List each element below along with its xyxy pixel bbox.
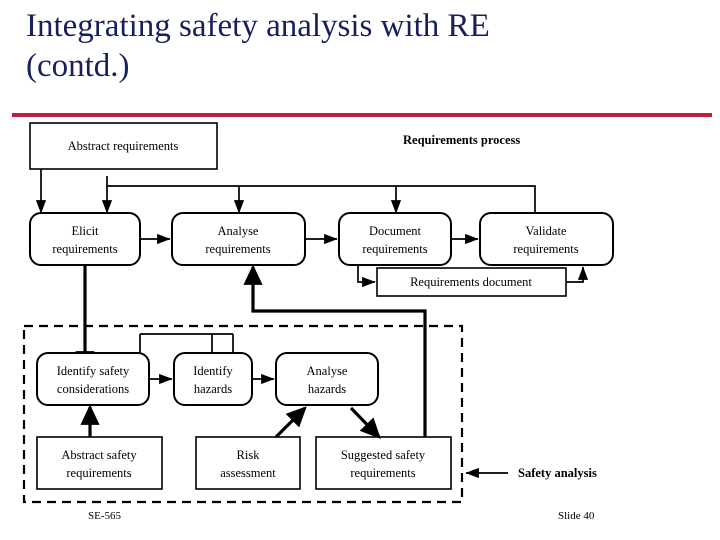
- page-title: Integrating safety analysis with RE (con…: [26, 8, 490, 85]
- node-identify-hazards-line2: hazards: [194, 382, 232, 396]
- node-validate-requirements-line1: Validate: [526, 224, 567, 238]
- node-identify-safety-considerations-line2: considerations: [57, 382, 129, 396]
- node-document-requirements-line1: Document: [369, 224, 422, 238]
- node-elicit-requirements-line1: Elicit: [71, 224, 99, 238]
- node-risk-assessment-line1: Risk: [237, 448, 261, 462]
- node-identify-hazards[interactable]: Identify hazards: [173, 352, 253, 406]
- node-analyse-hazards-line2: hazards: [308, 382, 346, 396]
- node-abstract-requirements[interactable]: Abstract requirements: [29, 122, 218, 170]
- footer-slide-number: Slide 40: [558, 510, 595, 522]
- node-analyse-hazards-line1: Analyse: [307, 364, 348, 378]
- link-document-to-reqdoc: [357, 265, 376, 288]
- node-abstract-safety-requirements-line2: requirements: [66, 466, 131, 480]
- node-validate-requirements-line2: requirements: [513, 242, 578, 256]
- node-elicit-requirements[interactable]: Elicit requirements: [29, 212, 141, 266]
- node-suggested-safety-requirements-line1: Suggested safety: [341, 448, 426, 462]
- link-suggested-to-analyse-requirements: [243, 264, 427, 438]
- node-abstract-safety-requirements-line1: Abstract safety: [61, 448, 137, 462]
- node-analyse-requirements-line1: Analyse: [218, 224, 259, 238]
- caption-requirements-process: Requirements process: [403, 133, 520, 147]
- link-analyse-hazards-to-suggested-safety: [349, 406, 381, 439]
- node-document-requirements-line2: requirements: [362, 242, 427, 256]
- link-reqdoc-to-validate: [566, 266, 589, 283]
- title-divider: [12, 113, 712, 117]
- node-elicit-requirements-line2: requirements: [52, 242, 117, 256]
- node-requirements-document-label: Requirements document: [410, 275, 532, 289]
- node-validate-requirements[interactable]: Validate requirements: [479, 212, 614, 266]
- node-analyse-hazards[interactable]: Analyse hazards: [275, 352, 379, 406]
- node-identify-safety-considerations[interactable]: Identify safety considerations: [36, 352, 150, 406]
- caption-safety-analysis: Safety analysis: [518, 466, 597, 480]
- link-top-bus: [106, 176, 536, 213]
- node-document-requirements[interactable]: Document requirements: [338, 212, 452, 266]
- node-abstract-requirements-label: Abstract requirements: [68, 139, 179, 153]
- node-risk-assessment[interactable]: Risk assessment: [195, 436, 301, 490]
- node-risk-assessment-line2: assessment: [220, 466, 276, 480]
- footer-course-code: SE-565: [88, 510, 121, 522]
- link-risk-assessment-to-analyse-hazards: [274, 406, 307, 439]
- node-requirements-document[interactable]: Requirements document: [376, 267, 567, 297]
- safety-analysis-diagram: Requirements process Abstract requiremen…: [22, 122, 614, 504]
- node-identify-safety-considerations-line1: Identify safety: [57, 364, 130, 378]
- safety-analysis-group-boundary: [22, 324, 464, 504]
- node-analyse-requirements[interactable]: Analyse requirements: [171, 212, 306, 266]
- node-abstract-safety-requirements[interactable]: Abstract safety requirements: [36, 436, 163, 490]
- node-analyse-requirements-line2: requirements: [205, 242, 270, 256]
- node-identify-hazards-line1: Identify: [193, 364, 233, 378]
- node-suggested-safety-requirements-line2: requirements: [350, 466, 415, 480]
- node-suggested-safety-requirements[interactable]: Suggested safety requirements: [315, 436, 452, 490]
